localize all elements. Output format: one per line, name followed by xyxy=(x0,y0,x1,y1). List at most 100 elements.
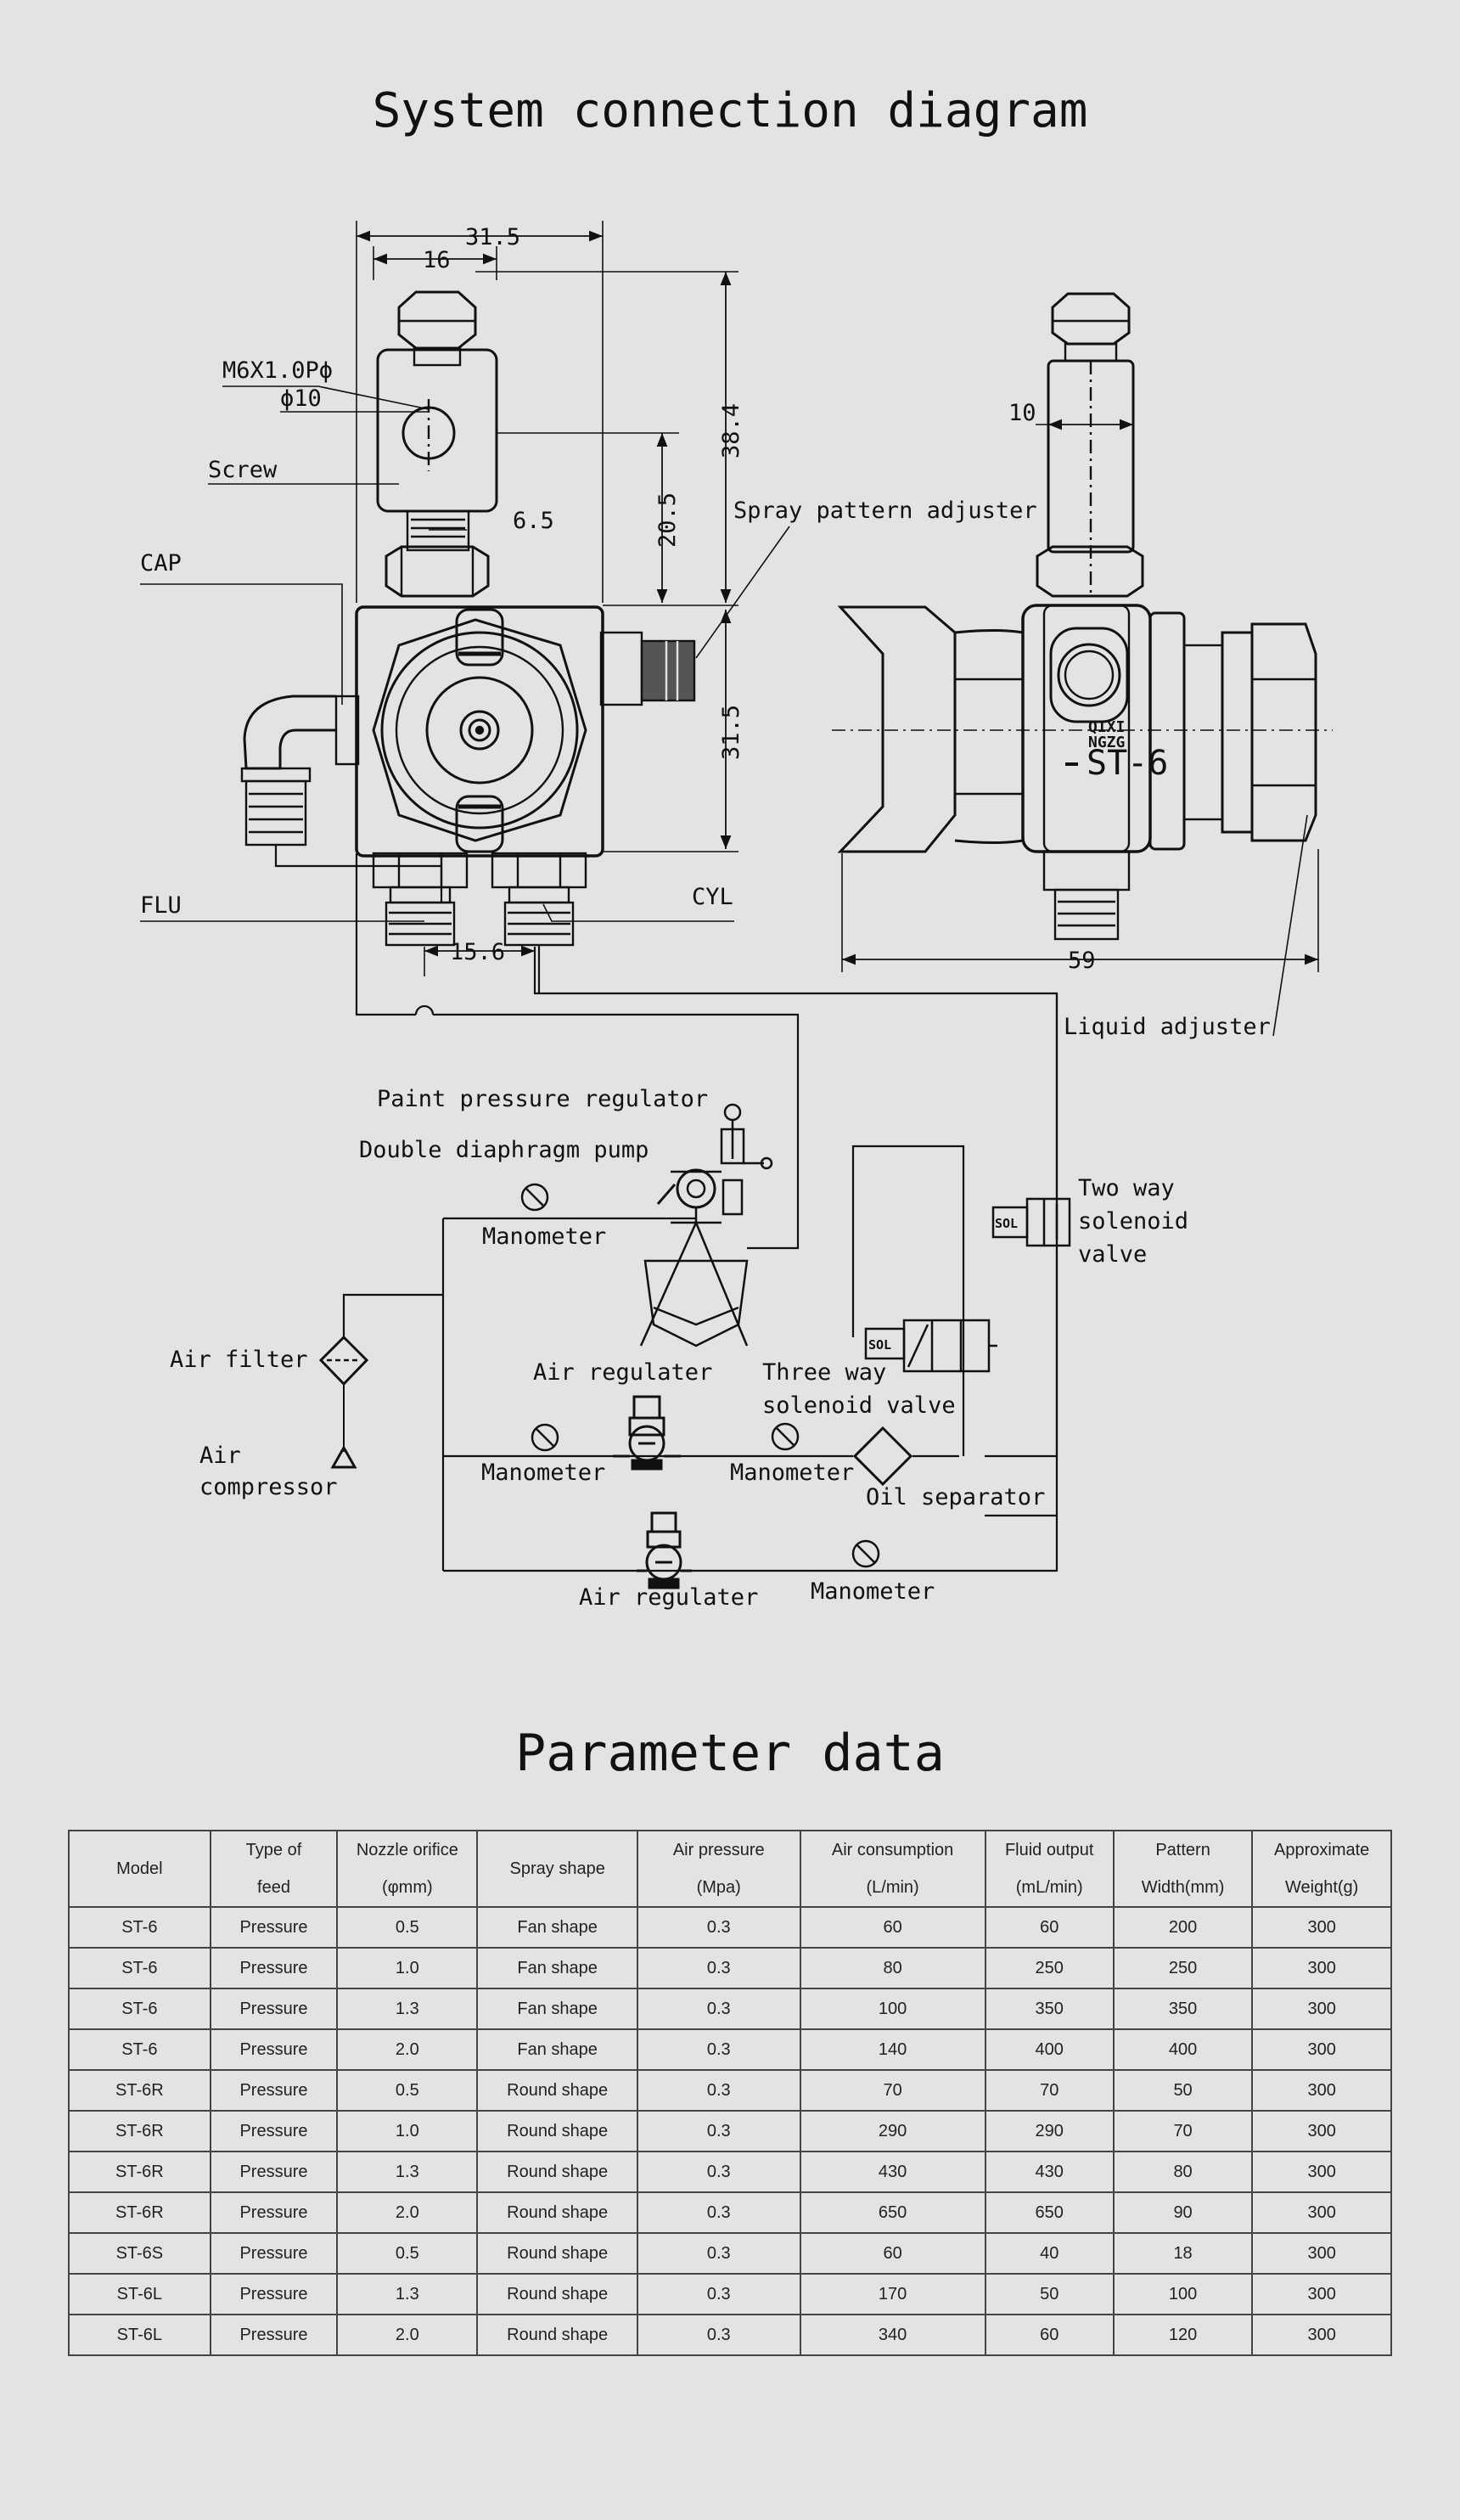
table-cell: Pressure xyxy=(209,2151,339,2193)
table-cell: 250 xyxy=(1112,1947,1254,1989)
table-cell: 18 xyxy=(1112,2232,1254,2275)
manometer-gauge-3 xyxy=(771,1422,800,1451)
table-cell: 300 xyxy=(1251,2069,1392,2112)
dim-31-5-side: 31.5 xyxy=(718,705,744,760)
table-cell: Pressure xyxy=(209,2110,339,2152)
column-header: Nozzle orifice(φmm) xyxy=(336,1830,479,1908)
table-cell: 80 xyxy=(799,1947,986,1989)
table-cell: Round shape xyxy=(476,2151,638,2193)
table-cell: 300 xyxy=(1251,2110,1392,2152)
dim-6-5: 6.5 xyxy=(513,508,554,534)
table-cell: Round shape xyxy=(476,2191,638,2234)
label-two-way-2: solenoid xyxy=(1078,1208,1188,1235)
spray-gun-side-view xyxy=(832,292,1333,1037)
label-air-regulater-1: Air regulater xyxy=(533,1359,712,1386)
double-diaphragm-pump xyxy=(639,1103,773,1347)
table-cell: 60 xyxy=(984,1906,1115,1949)
table-cell: Pressure xyxy=(209,1988,339,2030)
table-cell: Pressure xyxy=(209,2028,339,2071)
table-cell: 0.5 xyxy=(336,1906,479,1949)
label-phi10: ϕ10 xyxy=(280,385,322,412)
table-cell: Fan shape xyxy=(476,1988,638,2030)
table-cell: 350 xyxy=(984,1988,1115,2030)
label-manometer-4: Manometer xyxy=(811,1578,935,1605)
table-cell: 340 xyxy=(799,2314,986,2356)
table-cell: 0.3 xyxy=(636,2191,801,2234)
label-double-diaphragm-pump: Double diaphragm pump xyxy=(359,1137,649,1163)
table-cell: Round shape xyxy=(476,2069,638,2112)
sol-label-three-way: SOL xyxy=(868,1337,891,1353)
column-header: Air consumption(L/min) xyxy=(799,1830,986,1908)
table-cell: Pressure xyxy=(209,2273,339,2315)
table-cell: 0.3 xyxy=(636,2110,801,2152)
table-cell: Round shape xyxy=(476,2314,638,2356)
table-cell: 0.3 xyxy=(636,2273,801,2315)
label-manometer-2: Manometer xyxy=(481,1460,605,1486)
sol-label-two-way: SOL xyxy=(995,1216,1018,1231)
label-manometer-1: Manometer xyxy=(482,1223,606,1250)
table-cell: 2.0 xyxy=(336,2314,479,2356)
table-cell: 60 xyxy=(799,2232,986,2275)
table-cell: 170 xyxy=(799,2273,986,2315)
table-cell: ST-6 xyxy=(68,1906,211,1949)
table-cell: 100 xyxy=(799,1988,986,2030)
label-two-way-3: valve xyxy=(1078,1241,1147,1268)
table-cell: 0.5 xyxy=(336,2232,479,2275)
label-air-filter: Air filter xyxy=(170,1347,308,1373)
table-cell: 0.3 xyxy=(636,2151,801,2193)
table-cell: 120 xyxy=(1112,2314,1254,2356)
table-cell: 1.0 xyxy=(336,2110,479,2152)
table-cell: 300 xyxy=(1251,2314,1392,2356)
label-cap: CAP xyxy=(140,550,182,577)
table-cell: 2.0 xyxy=(336,2028,479,2071)
table-cell: Pressure xyxy=(209,2069,339,2112)
table-cell: 300 xyxy=(1251,1947,1392,1989)
air-filter-symbol xyxy=(318,1335,369,1452)
table-cell: 50 xyxy=(984,2273,1115,2315)
table-cell: 0.3 xyxy=(636,2314,801,2356)
brand-marking-2: NGZG xyxy=(1088,734,1125,751)
table-cell: 300 xyxy=(1251,2191,1392,2234)
brand-marking-1: QIXI xyxy=(1088,718,1125,736)
table-cell: 1.3 xyxy=(336,2273,479,2315)
manometer-gauge-1 xyxy=(520,1183,549,1212)
parameter-title: Parameter data xyxy=(515,1724,945,1783)
label-two-way-1: Two way xyxy=(1078,1175,1175,1201)
table-cell: Pressure xyxy=(209,2191,339,2234)
table-cell: Round shape xyxy=(476,2232,638,2275)
table-cell: Pressure xyxy=(209,2314,339,2356)
label-liquid-adjuster: Liquid adjuster xyxy=(1064,1014,1271,1040)
three-way-solenoid-valve xyxy=(864,1319,997,1373)
table-cell: ST-6R xyxy=(68,2110,211,2152)
table-cell: 40 xyxy=(984,2232,1115,2275)
table-cell: ST-6S xyxy=(68,2232,211,2275)
table-cell: 290 xyxy=(984,2110,1115,2152)
table-cell: Fan shape xyxy=(476,1947,638,1989)
table-cell: 70 xyxy=(799,2069,986,2112)
table-cell: 0.3 xyxy=(636,2069,801,2112)
table-cell: 300 xyxy=(1251,2232,1392,2275)
table-cell: Round shape xyxy=(476,2273,638,2315)
column-header: Fluid output(mL/min) xyxy=(984,1830,1115,1908)
table-cell: 400 xyxy=(984,2028,1115,2071)
table-cell: 430 xyxy=(799,2151,986,2193)
table-cell: ST-6R xyxy=(68,2069,211,2112)
oil-separator-symbol xyxy=(852,1426,913,1487)
column-header: Model xyxy=(68,1830,211,1908)
table-cell: 0.3 xyxy=(636,2028,801,2071)
label-oil-separator: Oil separator xyxy=(866,1484,1045,1510)
table-cell: 300 xyxy=(1251,1988,1392,2030)
label-paint-pressure-regulator: Paint pressure regulator xyxy=(377,1086,708,1112)
table-cell: ST-6 xyxy=(68,2028,211,2071)
table-cell: 90 xyxy=(1112,2191,1254,2234)
label-cyl: CYL xyxy=(692,884,733,910)
model-marking: ST-6 xyxy=(1087,744,1168,783)
